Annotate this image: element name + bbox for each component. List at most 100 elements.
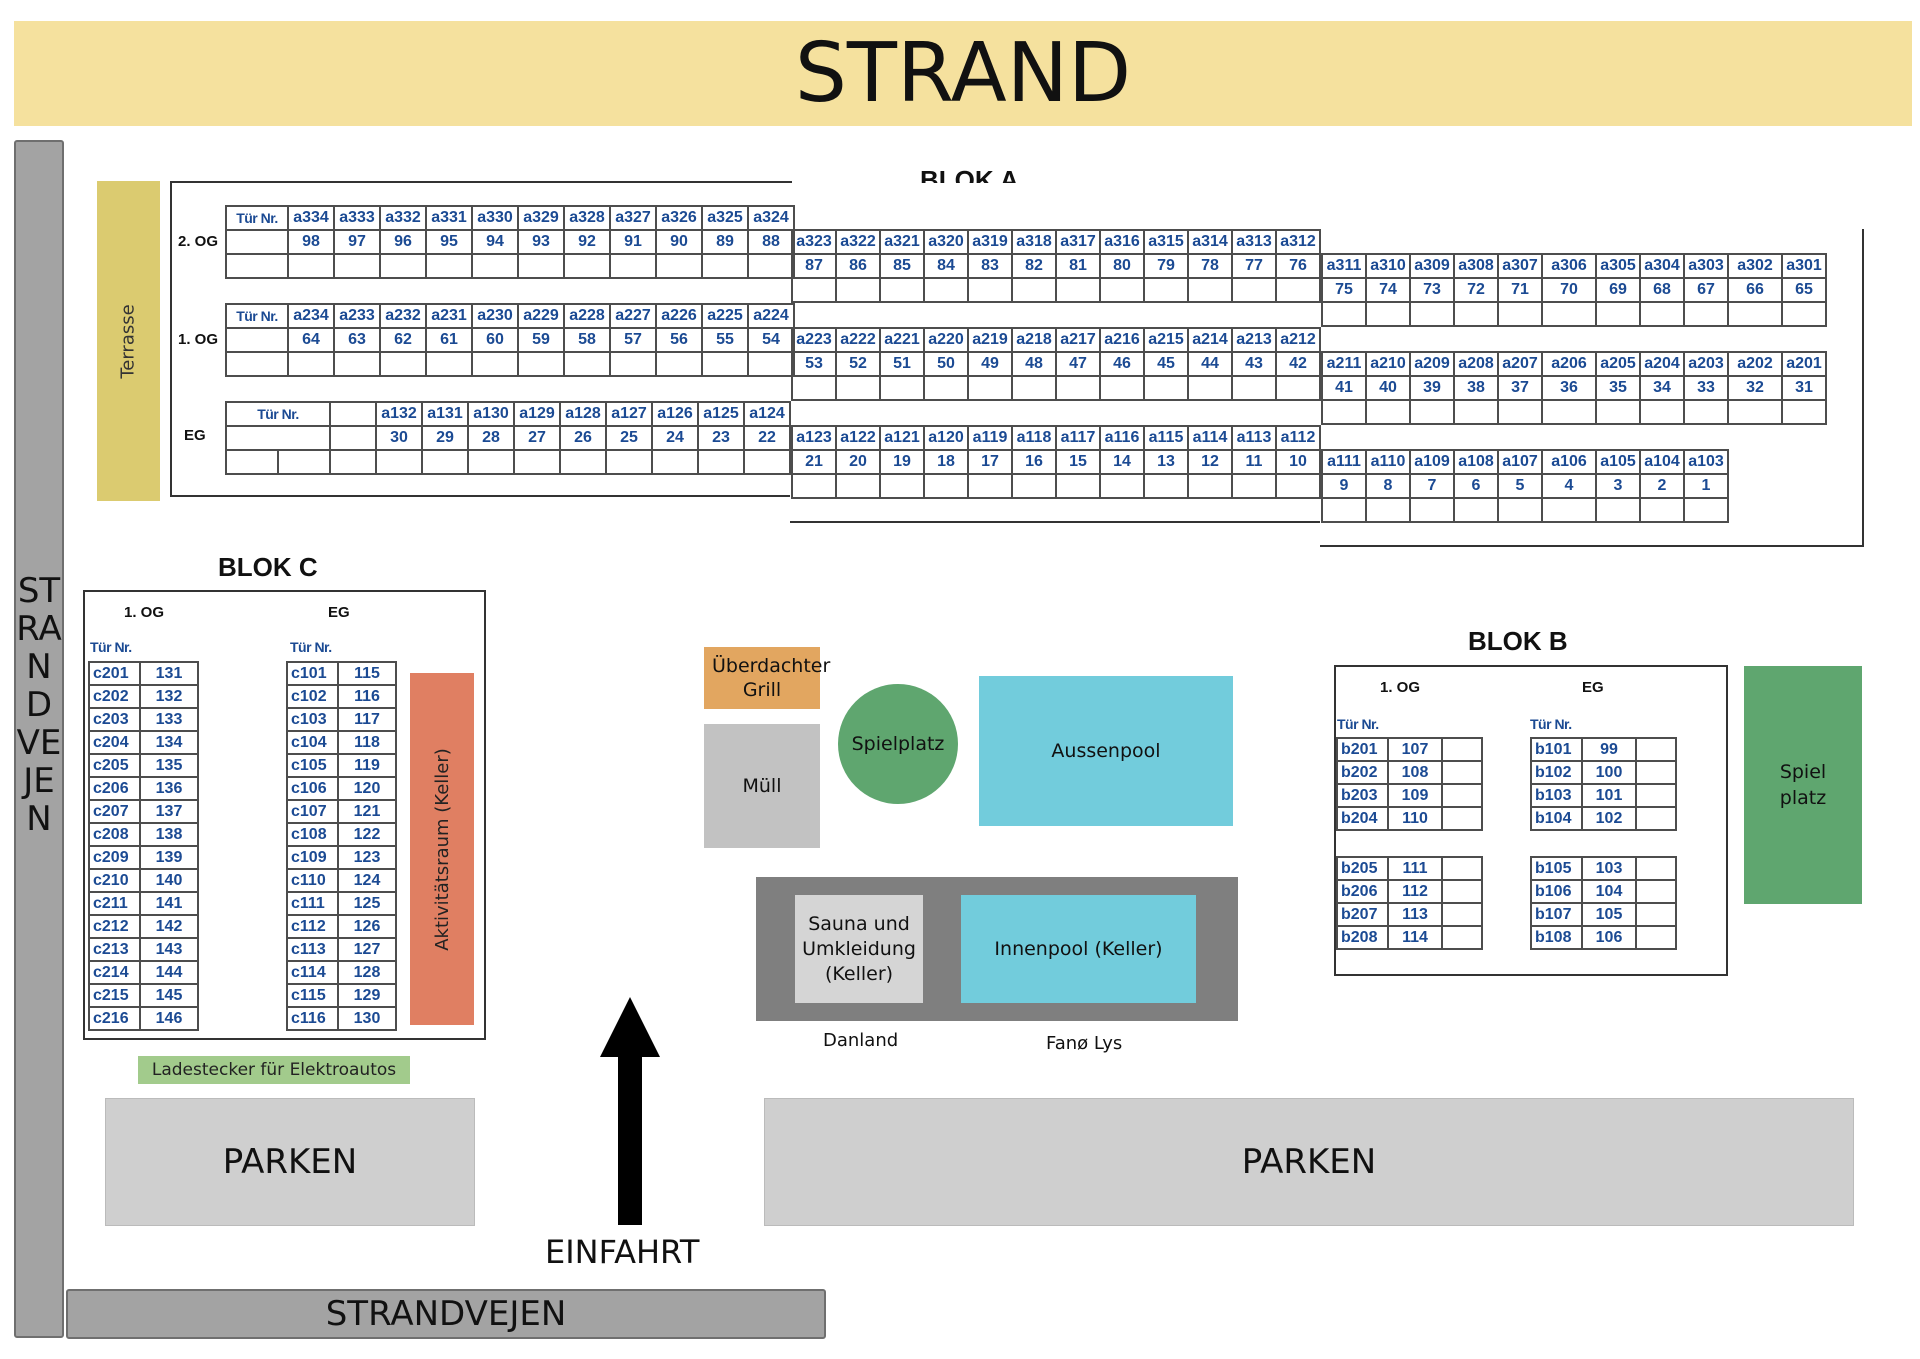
- door-number-cell: b208: [1336, 925, 1389, 950]
- apartment-number-cell: 3: [1595, 473, 1641, 499]
- terrace: Terrasse: [97, 181, 160, 501]
- terrace-label: Terrasse: [118, 303, 140, 379]
- apartment-number-cell: 18: [923, 449, 969, 475]
- trash-label: Müll: [742, 775, 782, 797]
- door-number-cell: a124: [743, 401, 791, 427]
- apartment-number-cell: 33: [1683, 375, 1729, 401]
- blank-cell: [225, 229, 289, 255]
- door-number-cell: a328: [563, 205, 611, 231]
- blank-cell: [1409, 399, 1455, 425]
- apartment-number-cell: 142: [139, 914, 199, 939]
- door-number-cell: a234: [287, 303, 335, 329]
- door-number-cell: c206: [88, 776, 141, 801]
- apartment-number-cell: 5: [1497, 473, 1543, 499]
- blank-cell: [609, 253, 657, 279]
- apartment-number-cell: 107: [1387, 737, 1443, 762]
- apartment-number-cell: 130: [337, 1006, 397, 1031]
- blank-cell: [1635, 806, 1677, 831]
- road-strandvejen-vertical: STRANDVEJEN: [14, 140, 64, 1338]
- door-number-cell: b102: [1530, 760, 1583, 785]
- apartment-number-cell: 71: [1497, 277, 1543, 303]
- blok-b-og-tur-label: Tür Nr.: [1337, 716, 1379, 732]
- blok-b-eg-label: EG: [1582, 679, 1604, 696]
- blank-cell: [1441, 856, 1483, 881]
- door-number-cell: a126: [651, 401, 699, 427]
- door-number-cell: a129: [513, 401, 561, 427]
- danland-label: Danland: [823, 1030, 899, 1051]
- blank-cell: [835, 277, 881, 303]
- door-number-cell: c106: [286, 776, 339, 801]
- blank-cell: [1099, 473, 1145, 499]
- door-number-cell: b107: [1530, 902, 1583, 927]
- apartment-number-cell: 117: [337, 707, 397, 732]
- apartment-number-cell: 82: [1011, 253, 1057, 279]
- door-number-cell: a227: [609, 303, 657, 329]
- door-number-cell: c204: [88, 730, 141, 755]
- blank-cell: [1639, 301, 1685, 327]
- door-number-cell: a332: [379, 205, 427, 231]
- activity-room-label: Aktivitätsraum (Keller): [431, 747, 453, 951]
- blank-cell: [517, 351, 565, 377]
- door-number-cell: c201: [88, 661, 141, 686]
- blok-c-title: BLOK C: [218, 552, 318, 582]
- door-number-cell: a321: [879, 229, 925, 255]
- apartment-number-cell: 80: [1099, 253, 1145, 279]
- blank-cell: [559, 449, 607, 475]
- outdoor-pool: Aussenpool: [979, 676, 1233, 826]
- apartment-number-cell: 123: [337, 845, 397, 870]
- blank-cell: [1497, 497, 1543, 523]
- apartment-number-cell: 74: [1365, 277, 1411, 303]
- door-number-cell: a105: [1595, 449, 1641, 475]
- activity-room: Aktivitätsraum (Keller): [410, 673, 474, 1025]
- apartment-number-cell: 54: [747, 327, 795, 353]
- door-number-cell: a319: [967, 229, 1013, 255]
- blank-cell: [835, 375, 881, 401]
- apartment-number-cell: 60: [471, 327, 519, 353]
- blank-cell: [743, 449, 791, 475]
- door-number-cell: a115: [1143, 425, 1189, 451]
- door-number-cell: c103: [286, 707, 339, 732]
- apartment-number-cell: 67: [1683, 277, 1729, 303]
- entrance-label: EINFAHRT: [545, 1233, 700, 1271]
- apartment-number-cell: 103: [1581, 856, 1637, 881]
- door-number-cell: a127: [605, 401, 653, 427]
- blank-cell: [1099, 277, 1145, 303]
- apartment-number-cell: 52: [835, 351, 881, 377]
- apartment-number-cell: 32: [1727, 375, 1783, 401]
- blank-cell: [1365, 497, 1411, 523]
- apartment-number-cell: 68: [1639, 277, 1685, 303]
- blank-cell: [1683, 497, 1729, 523]
- door-number-cell: a103: [1683, 449, 1729, 475]
- apartment-number-cell: 63: [333, 327, 381, 353]
- apartment-number-cell: 143: [139, 937, 199, 962]
- blank-cell: [791, 473, 837, 499]
- door-number-cell: a224: [747, 303, 795, 329]
- door-number-cell: a302: [1727, 253, 1783, 279]
- door-number-cell: c209: [88, 845, 141, 870]
- apartment-number-cell: 91: [609, 229, 657, 255]
- apartment-number-cell: 64: [287, 327, 335, 353]
- apartment-number-cell: 28: [467, 425, 515, 451]
- road-horizontal-label: STRANDVEJEN: [325, 1294, 567, 1334]
- door-number-cell: b101: [1530, 737, 1583, 762]
- blank-cell: [1541, 497, 1597, 523]
- indoor-pool: Innenpool (Keller): [961, 895, 1196, 1003]
- door-number-cell: a303: [1683, 253, 1729, 279]
- apartment-number-cell: 145: [139, 983, 199, 1008]
- apartment-number-cell: 118: [337, 730, 397, 755]
- door-number-cell: a114: [1187, 425, 1233, 451]
- parking-left-label: PARKEN: [222, 1142, 358, 1182]
- door-number-cell: c203: [88, 707, 141, 732]
- blok-b-title: BLOK B: [1468, 626, 1568, 656]
